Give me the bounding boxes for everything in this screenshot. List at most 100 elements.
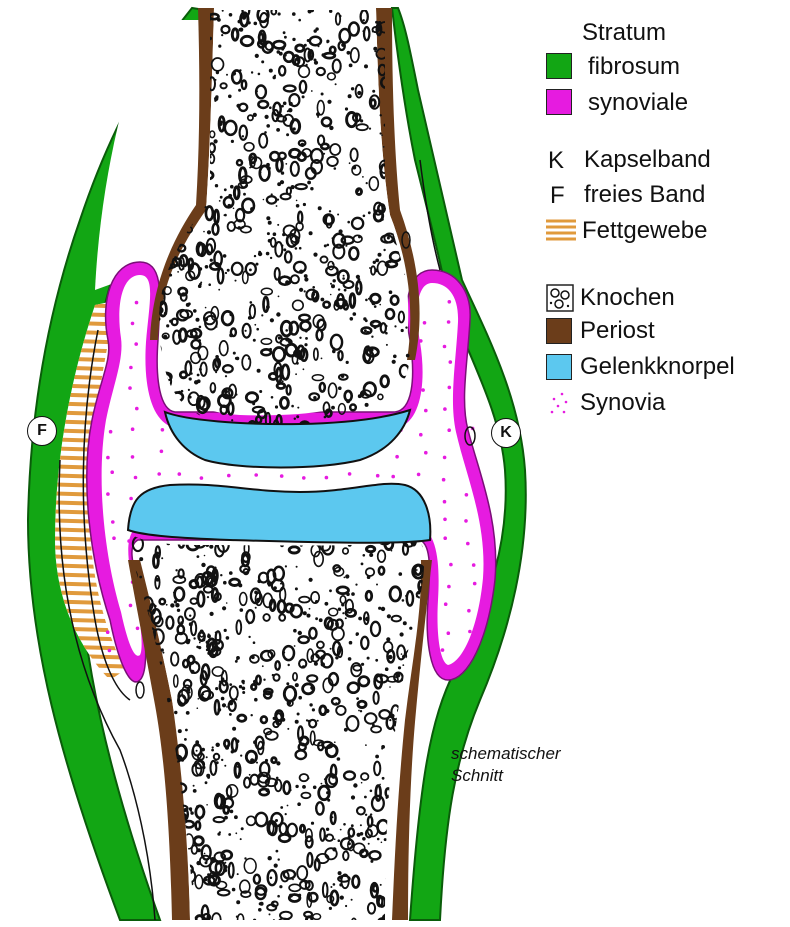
bone-speckle	[193, 785, 195, 787]
bone-speckle	[199, 819, 201, 821]
bone-speckle	[334, 741, 336, 743]
bone-speckle	[408, 225, 411, 228]
bone-speckle	[364, 329, 367, 332]
bone-speckle	[158, 795, 161, 798]
bone-speckle	[220, 196, 223, 199]
bone-speckle	[216, 861, 219, 864]
bone-speckle	[345, 905, 347, 907]
bone-speckle	[231, 140, 234, 143]
bone-speckle	[380, 884, 382, 886]
bone-speckle	[161, 250, 164, 253]
bone-speckle	[196, 750, 198, 752]
bone-speckle	[232, 71, 236, 75]
bone-speckle	[302, 95, 305, 98]
bone-speckle	[183, 128, 193, 141]
bone-speckle	[224, 629, 227, 632]
bone-speckle	[197, 848, 201, 852]
bone-speckle	[304, 44, 307, 47]
bone-speckle	[387, 614, 391, 618]
bone-speckle	[338, 608, 341, 611]
swatch-gelenkknorpel	[546, 354, 572, 380]
bone-speckle	[159, 784, 161, 786]
bone-speckle	[296, 415, 299, 418]
bone-speckle	[368, 843, 370, 845]
bone-speckle	[321, 93, 324, 96]
bone-speckle	[240, 838, 242, 840]
bone-speckle	[307, 614, 311, 618]
bone-speckle	[181, 390, 184, 393]
synovia-dot	[441, 648, 445, 652]
bone-speckle	[214, 97, 218, 101]
bone-speckle	[350, 317, 354, 321]
bone-speckle	[255, 54, 259, 58]
bone-speckle	[318, 206, 322, 210]
bone-speckle	[335, 656, 338, 659]
bone-speckle	[210, 612, 214, 616]
synovia-dot	[449, 563, 453, 567]
synovia-dot	[448, 386, 452, 390]
bone-speckle	[337, 214, 339, 216]
synovia-dot	[465, 493, 469, 497]
bone-speckle	[263, 679, 265, 681]
bone-speckle	[186, 134, 197, 141]
bone-speckle	[315, 27, 318, 30]
bone-speckle	[277, 895, 280, 898]
bone-speckle	[349, 94, 351, 96]
bone-speckle	[220, 121, 223, 124]
bone-speckle	[402, 664, 404, 666]
bone-speckle	[297, 407, 299, 409]
bone-speckle	[215, 184, 218, 187]
bone-speckle	[256, 328, 259, 331]
bone-speckle	[186, 711, 190, 715]
bone-speckle	[173, 216, 176, 219]
bone-speckle	[333, 883, 336, 886]
bone-speckle	[215, 79, 217, 81]
bone-speckle	[248, 21, 251, 24]
bone-speckle	[285, 163, 287, 165]
bone-speckle	[180, 195, 182, 197]
synovia-dot	[424, 451, 428, 455]
legend-periost: Periost	[580, 316, 655, 346]
bone-speckle	[184, 738, 187, 741]
bone-speckle	[348, 657, 352, 661]
bone-speckle	[174, 197, 176, 199]
bone-speckle	[409, 184, 414, 195]
bone-speckle	[297, 713, 300, 716]
synovia-dot	[106, 630, 110, 634]
bone-speckle	[238, 89, 241, 92]
bone-speckle	[267, 232, 270, 235]
bone-speckle	[405, 595, 407, 597]
bone-speckle	[358, 710, 360, 712]
bone-speckle	[402, 126, 406, 130]
bone-speckle	[179, 188, 185, 203]
bone-speckle	[276, 128, 280, 132]
bone-speckle	[418, 708, 420, 710]
bone-speckle	[269, 69, 273, 73]
bone-speckle	[331, 284, 335, 288]
bone-speckle	[242, 135, 244, 137]
legend-stratum-heading: Stratum	[582, 18, 666, 48]
legend-synoviale: synoviale	[588, 88, 688, 118]
bone-speckle	[413, 732, 423, 747]
bone-speckle	[268, 239, 272, 243]
bone-speckle	[285, 329, 288, 332]
bone-speckle	[143, 701, 146, 704]
bone-speckle	[279, 885, 282, 888]
bone-speckle	[169, 320, 172, 323]
bone-speckle	[421, 685, 424, 688]
bone-speckle	[243, 193, 246, 196]
bone-speckle	[160, 11, 171, 17]
bone-speckle	[386, 637, 390, 641]
synovia-dot	[468, 473, 472, 477]
bone-speckle	[195, 335, 199, 339]
bone-speckle	[269, 913, 271, 915]
bone-speckle	[417, 225, 419, 227]
bone-speckle	[327, 100, 331, 104]
bone-speckle	[427, 712, 433, 726]
bone-speckle	[334, 167, 337, 170]
bone-speckle	[381, 842, 383, 844]
bone-speckle	[254, 591, 258, 595]
bone-speckle	[190, 132, 194, 136]
bone-speckle	[346, 593, 350, 597]
bone-speckle	[214, 139, 218, 143]
